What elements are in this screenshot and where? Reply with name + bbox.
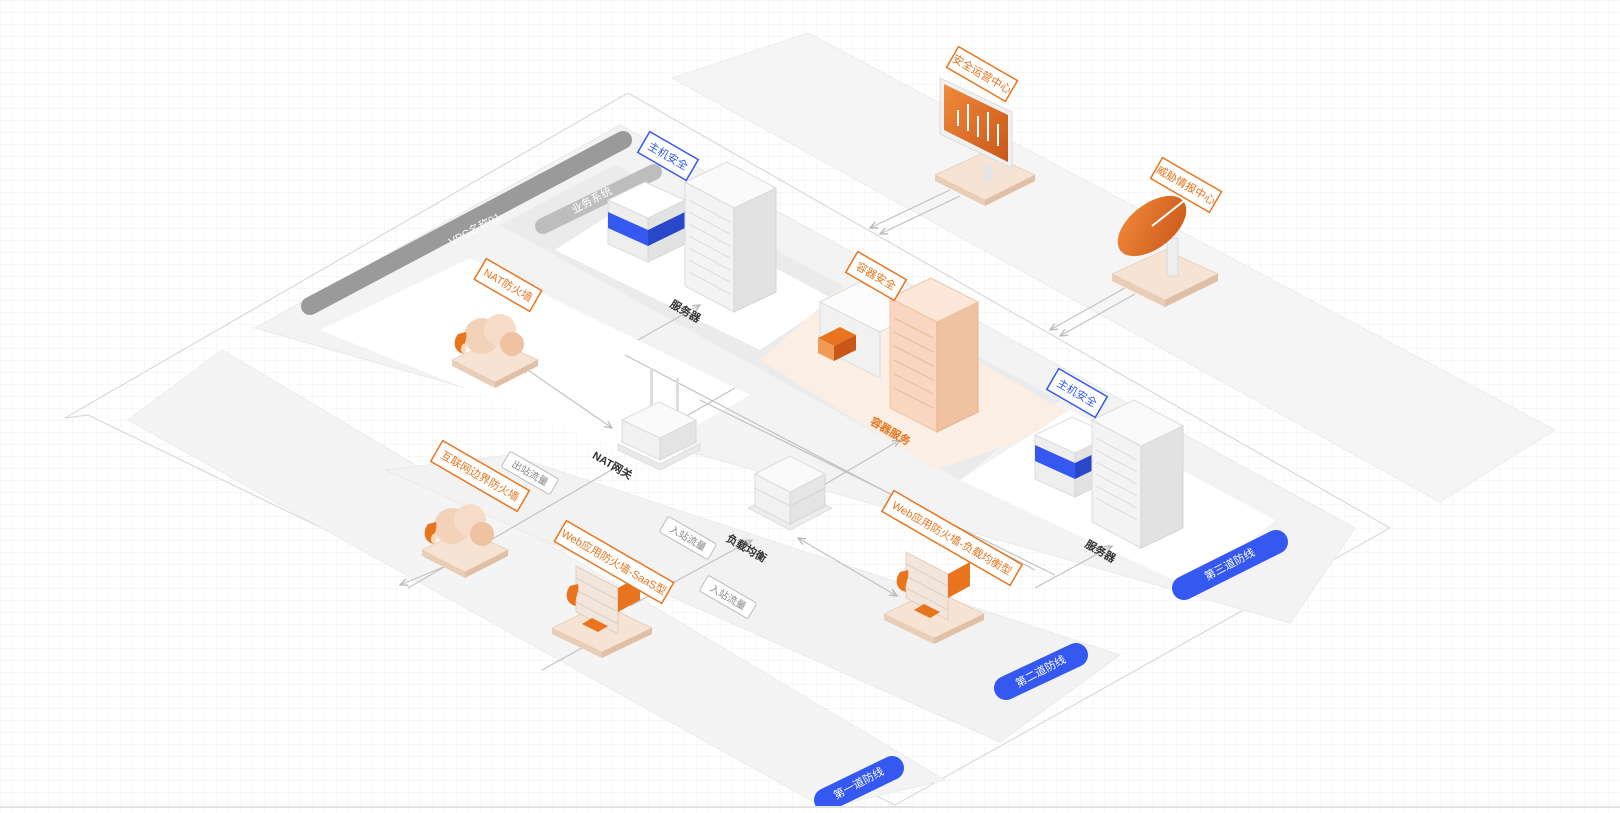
container-node[interactable]: 容器安全 容器服务: [818, 250, 980, 449]
soc-stand: [983, 164, 992, 184]
page-bottom-divider: [0, 806, 1620, 808]
waf-saas-base-side-r: [602, 628, 652, 658]
internet-firewall-node[interactable]: 互联网边界防火墙: [420, 439, 531, 578]
waf-saas-base-side: [552, 628, 602, 658]
server-rack-top-slots: [688, 199, 731, 295]
server-rack-top-cap: [683, 161, 778, 209]
internet-fw-base-side-r: [465, 550, 508, 578]
container-boxes-icon: [818, 327, 856, 346]
monitor-chart-icon: [944, 84, 1008, 162]
container-tower-cap: [888, 277, 980, 323]
container-tower-slots: [893, 317, 934, 409]
container-box-2: [834, 335, 856, 361]
business-band-shape: [535, 164, 662, 234]
intel-link-1: [1050, 287, 1126, 330]
nat-fw-base-side-r: [495, 360, 538, 388]
waf-lb-flame: [896, 570, 909, 592]
dish-feed: [1151, 199, 1186, 227]
waf-saas-plate: [582, 618, 608, 632]
gateway-server-link: [637, 305, 700, 341]
container-tower-right: [936, 301, 979, 433]
vpc-band-shape: [301, 131, 632, 315]
defense-line-first-pill: [814, 756, 904, 812]
waf-lb-base-side: [884, 614, 934, 644]
lb-waf-link: [798, 538, 897, 596]
host-agent-right-band: [1035, 445, 1075, 479]
server-rack-icon: [733, 187, 777, 313]
waf-lb-plate: [914, 604, 940, 618]
waf-saas-flame: [566, 584, 579, 606]
nat-fw-base-side: [452, 360, 495, 388]
waf-lb-shield: [948, 562, 970, 598]
connections: [400, 189, 1136, 671]
dish-post: [1166, 237, 1179, 277]
soc-base-side: [935, 175, 985, 206]
router-antenna-1: [650, 368, 653, 412]
internet-cloud-firewall-icon: [424, 504, 494, 546]
gateway-container-link: [682, 387, 736, 419]
host-agent-icon: [608, 212, 648, 246]
intel-link-2: [1060, 293, 1136, 336]
load-balancer-icon: [753, 455, 827, 493]
waf-saas-node[interactable]: Web应用防火墙-SaaS型: [550, 519, 675, 658]
server-rack-right-cap: [1090, 399, 1185, 447]
server-right-node[interactable]: 主机安全 服务器: [1033, 367, 1185, 566]
lb-container-link: [811, 440, 900, 493]
waf-saas-bricks: [575, 577, 619, 625]
threat-center-node[interactable]: 威胁情报中心: [1107, 156, 1223, 307]
waf-server-link: [1034, 546, 1112, 589]
platform-layer: [64, 32, 1556, 809]
cloud-firewall-icon: [454, 314, 524, 356]
internet-fw-base-side: [422, 550, 465, 578]
server-rack-right-slots: [1095, 437, 1138, 521]
dish-base-side-r: [1165, 274, 1218, 307]
server-rack-right-right: [1140, 425, 1184, 549]
server-top-node[interactable]: 主机安全 服务器: [606, 130, 778, 326]
soc-base-side-r: [985, 175, 1035, 206]
intel-platform: [671, 32, 1556, 503]
nat-fw-gateway-link: [522, 366, 612, 428]
soc-link-1: [870, 189, 951, 228]
defense-line-second-pill: [994, 643, 1088, 700]
container-box-3: [818, 338, 834, 361]
router-antenna-2: [676, 378, 679, 420]
waf-lb-bricks: [905, 563, 949, 611]
defense-line-third-pill: [1172, 530, 1288, 600]
container-security-tag: 容器安全: [844, 250, 908, 302]
waf-lb-base-side-r: [934, 614, 984, 644]
soc-link-2: [880, 195, 961, 234]
host-agent-top-band-r: [648, 212, 685, 246]
router-base: [617, 443, 701, 471]
router-antenna-icon: [620, 401, 698, 439]
dish-base-side: [1112, 274, 1165, 307]
backbone-link-2: [699, 399, 1056, 576]
security-center-node[interactable]: 安全运营中心: [933, 45, 1037, 206]
nat-card: [320, 258, 750, 458]
soc-chart-bars: [957, 104, 999, 146]
